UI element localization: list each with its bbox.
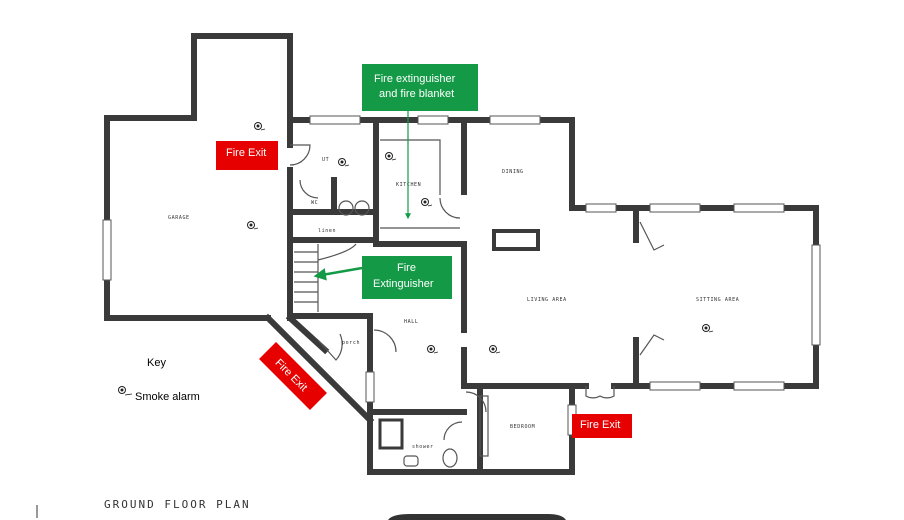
window-bump-3	[733, 203, 785, 213]
toilet	[442, 448, 458, 468]
hall-bench	[479, 395, 489, 457]
window-hall-west	[365, 371, 375, 403]
smoke-alarm-icon	[702, 324, 714, 333]
smoke-alarm-icon	[385, 152, 397, 161]
svg-text:Fire Exit: Fire Exit	[580, 419, 620, 431]
door-porch	[317, 333, 343, 361]
window-top-1	[309, 115, 361, 125]
room-wc: WC	[311, 200, 318, 206]
staircase	[294, 243, 357, 312]
fire-exit-tag-bedroom: Fire Exit	[572, 414, 632, 438]
interior-walls	[287, 117, 467, 415]
svg-text:and fire blanket: and fire blanket	[379, 88, 454, 100]
room-kitchen: KITCHEN	[396, 182, 421, 188]
smoke-alarm-icon	[489, 345, 501, 354]
extinguisher-blanket-tag: Fire extinguisher and fire blanket	[362, 64, 478, 111]
door-sitting-slide	[639, 334, 665, 356]
fire-exit-tag-garage: Fire Exit	[216, 141, 278, 170]
bottom-edge-shape	[388, 514, 566, 520]
porch-diagonal-wall	[263, 313, 375, 425]
svg-text:Fire: Fire	[397, 262, 416, 274]
room-hall: HALL	[404, 319, 418, 325]
plan-title: GROUND FLOOR PLAN	[104, 498, 251, 511]
basin	[403, 455, 419, 467]
door-dining-slide	[639, 221, 665, 251]
room-porch: porch	[342, 340, 360, 346]
room-dining: DINING	[502, 169, 524, 175]
kitchen-counter	[380, 139, 441, 195]
window-garage-west	[102, 219, 112, 281]
window-sitting-south-2	[733, 381, 785, 391]
smoke-alarm-icon	[338, 158, 350, 167]
door-kitchen	[439, 197, 461, 219]
porch-inner-diagonal	[285, 313, 330, 355]
door-garage-ut	[289, 144, 311, 166]
extinguisher-tag: Fire Extinguisher	[362, 256, 452, 299]
smoke-alarm-icon	[427, 345, 439, 354]
fire-exit-tag-porch: Fire Exit	[259, 342, 327, 410]
key-smoke-alarm: Smoke alarm	[135, 391, 200, 403]
window-bump-2	[649, 203, 701, 213]
door-ut	[299, 179, 319, 199]
room-sitting: SITTING AREA	[696, 297, 739, 303]
smoke-alarm-icon	[421, 198, 433, 207]
fixtures	[289, 139, 665, 468]
door-hall	[373, 329, 397, 353]
windows	[102, 115, 821, 436]
bedroom-wall	[367, 383, 575, 475]
dining-east-wall	[569, 117, 819, 389]
svg-text:Extinguisher: Extinguisher	[373, 278, 434, 290]
arrow-icon	[313, 266, 363, 281]
window-top-2	[417, 115, 449, 125]
shower-tray	[378, 418, 404, 450]
window-bump-1	[585, 203, 617, 213]
room-garage: GARAGE	[168, 215, 190, 221]
smoke-alarm-icon	[254, 122, 266, 131]
window-top-3	[489, 115, 541, 125]
sink-2	[354, 200, 370, 216]
room-ut: UT	[322, 157, 329, 163]
window-sitting-east	[811, 244, 821, 346]
fireplace	[492, 229, 540, 251]
room-shower: shower	[412, 444, 434, 450]
window-sitting-south-1	[649, 381, 701, 391]
legend-key: Key Smoke alarm	[118, 357, 200, 403]
garage-wall	[104, 33, 293, 321]
door-shower	[443, 421, 463, 441]
sink-1	[338, 200, 354, 216]
svg-text:Fire extinguisher: Fire extinguisher	[374, 73, 456, 85]
key-heading: Key	[147, 357, 166, 369]
smoke-alarm-icon	[118, 386, 133, 396]
room-linen: linen	[318, 228, 336, 234]
room-labels: GARAGE UT WC KITCHEN DINING linen LIVING…	[168, 157, 739, 450]
room-bedroom: BEDROOM	[510, 424, 535, 430]
room-living: LIVING AREA	[527, 297, 567, 303]
door-fire-exit-bedroom	[585, 386, 615, 399]
smoke-alarm-icon	[247, 221, 259, 230]
svg-text:Fire Exit: Fire Exit	[226, 147, 266, 159]
